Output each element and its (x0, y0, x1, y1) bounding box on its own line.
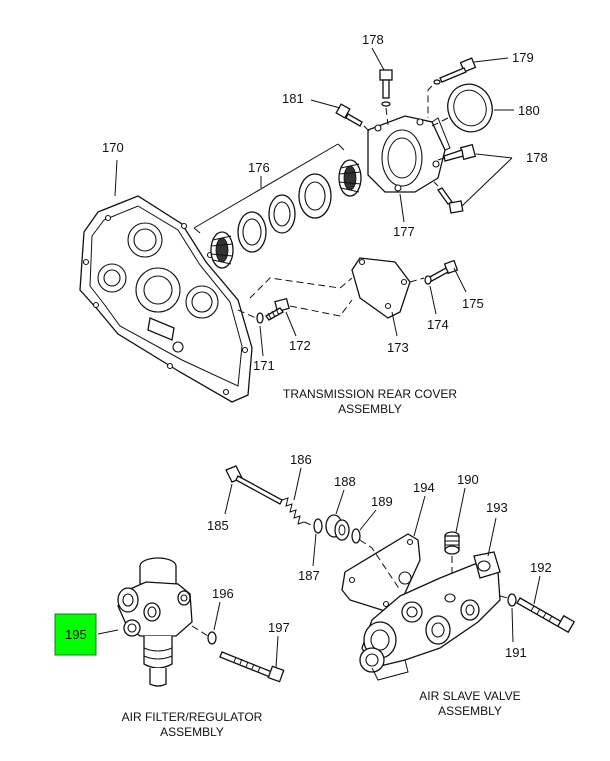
callout-179[interactable]: 179 (512, 50, 534, 65)
bearing-stack-bracket (193, 143, 345, 234)
washer-191[interactable] (507, 593, 517, 607)
callout-170[interactable]: 170 (102, 140, 124, 155)
callout-174[interactable]: 174 (427, 317, 449, 332)
spring-186[interactable] (281, 497, 305, 525)
bolt-181[interactable] (335, 103, 363, 127)
bolt-179[interactable] (433, 57, 477, 85)
callout-177[interactable]: 177 (393, 224, 415, 239)
callout-186[interactable]: 186 (290, 452, 312, 467)
rear-cover-plate[interactable] (79, 195, 253, 403)
washer-187[interactable] (313, 518, 323, 534)
callout-180[interactable]: 180 (518, 103, 540, 118)
caption-air-slave-line1: AIR SLAVE VALVE (419, 689, 520, 703)
callout-171[interactable]: 171 (253, 358, 275, 373)
callout-173[interactable]: 173 (387, 340, 409, 355)
washer-196[interactable] (207, 631, 217, 645)
bearing-retainer[interactable] (367, 115, 451, 193)
callout-178-right[interactable]: 178 (526, 150, 548, 165)
washer-171[interactable] (256, 312, 264, 324)
piston-188[interactable] (325, 514, 350, 541)
callout-172[interactable]: 172 (289, 338, 311, 353)
air-filter-regulator[interactable] (117, 557, 193, 687)
bearing-stack[interactable] (210, 159, 362, 269)
bolt-172[interactable] (265, 297, 290, 321)
callout-194[interactable]: 194 (413, 480, 435, 495)
callout-197[interactable]: 197 (268, 620, 290, 635)
bolt-185[interactable] (225, 465, 283, 505)
cover-plate-173[interactable] (351, 257, 411, 319)
callout-189[interactable]: 189 (371, 494, 393, 509)
callout-185[interactable]: 185 (207, 518, 229, 533)
callout-175[interactable]: 175 (462, 296, 484, 311)
callout-190[interactable]: 190 (457, 472, 479, 487)
bolt-175[interactable] (427, 259, 459, 283)
callout-181[interactable]: 181 (282, 91, 304, 106)
air-slave-valve-body[interactable] (359, 551, 501, 681)
caption-rear-cover-line1: TRANSMISSION REAR COVER (283, 387, 457, 401)
caption-air-filter-line2: ASSEMBLY (160, 725, 224, 739)
caption-air-filter-line1: AIR FILTER/REGULATOR (122, 710, 263, 724)
bolt-197[interactable] (219, 651, 285, 683)
highlight-box-195 (54, 613, 97, 656)
bolt-192[interactable] (516, 597, 576, 634)
bolt-178-top[interactable] (379, 69, 393, 107)
callout-193[interactable]: 193 (486, 500, 508, 515)
bolt-178-right[interactable] (437, 143, 477, 214)
seal-180[interactable] (441, 78, 499, 138)
caption-air-slave-line2: ASSEMBLY (438, 704, 502, 718)
callout-188[interactable]: 188 (334, 474, 356, 489)
callout-187[interactable]: 187 (298, 568, 320, 583)
callout-176[interactable]: 176 (248, 160, 270, 175)
ring-189[interactable] (351, 528, 361, 544)
leader-lines (97, 47, 541, 669)
washer-174[interactable] (424, 275, 432, 285)
callout-196[interactable]: 196 (212, 586, 234, 601)
callout-195[interactable]: 195 (65, 627, 87, 642)
callout-178-top[interactable]: 178 (362, 32, 384, 47)
caption-rear-cover-line2: ASSEMBLY (338, 402, 402, 416)
callout-192[interactable]: 192 (530, 560, 552, 575)
callout-191[interactable]: 191 (505, 645, 527, 660)
insert-190[interactable] (444, 531, 460, 555)
